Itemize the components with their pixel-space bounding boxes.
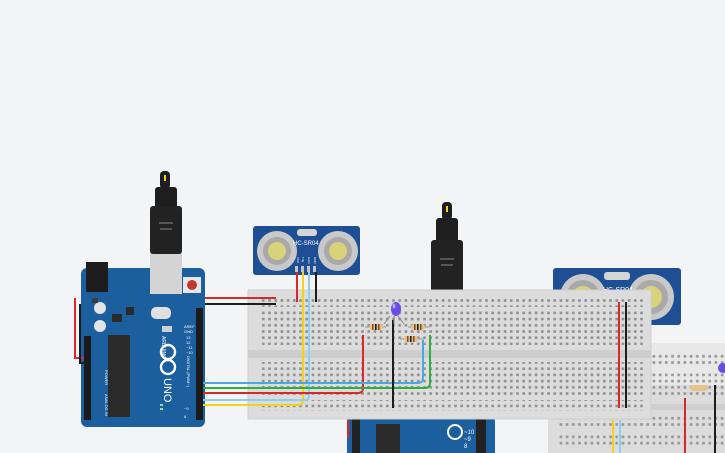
capacitor xyxy=(94,320,106,332)
arduino-model-label: UNO xyxy=(161,378,173,403)
rgb-led[interactable] xyxy=(383,302,405,325)
digital-header-label: DIGITAL (PWM~) xyxy=(186,356,191,388)
second-led[interactable] xyxy=(718,363,725,373)
usb-cable-1[interactable] xyxy=(150,171,182,254)
aref-label: AREF xyxy=(184,324,195,329)
reset-button-cap[interactable] xyxy=(187,280,197,290)
sensor-pin-label: Echo xyxy=(307,257,311,264)
second-resistor[interactable] xyxy=(690,385,708,391)
usb-port[interactable] xyxy=(150,252,182,294)
pin-label: 12 xyxy=(186,340,191,345)
wire-echo-lightblue[interactable] xyxy=(203,272,310,401)
usb-cable-2[interactable] xyxy=(431,202,463,292)
wire-blue-led[interactable] xyxy=(203,340,424,384)
pin-label: ~9 xyxy=(184,406,189,411)
second-arduino[interactable]: ~10 ~9 8 xyxy=(347,418,495,453)
sensor-pin-label: GND xyxy=(313,257,317,265)
power-analog-header[interactable] xyxy=(84,336,91,420)
power-jack[interactable] xyxy=(86,262,108,292)
second-arduino-pin-label: ~9 xyxy=(464,437,472,443)
resistor-green-channel[interactable] xyxy=(408,324,430,330)
pin-label: ~10 xyxy=(186,350,194,355)
atmega-chip xyxy=(108,335,130,417)
digital-header[interactable] xyxy=(196,308,203,420)
wire-green-led[interactable] xyxy=(203,335,431,389)
pin-label: 13 xyxy=(186,335,191,340)
analog-header-label: ANALOG IN xyxy=(104,394,109,416)
pin-label: ~11 xyxy=(186,345,193,350)
sensor-pin-label: Trig xyxy=(301,257,305,262)
resistor-red-channel[interactable] xyxy=(365,324,386,330)
gnd-label: GND xyxy=(184,329,193,334)
arduino-brand-label: ARDUINO xyxy=(160,336,166,359)
wire-gnd-black-2[interactable] xyxy=(79,304,84,364)
second-arduino-pin-label: ~10 xyxy=(464,430,475,436)
crystal xyxy=(151,307,171,319)
sensor-pin-label: VCC xyxy=(296,257,300,264)
capacitor xyxy=(94,302,106,314)
pin-label: 8 xyxy=(184,414,187,419)
power-header-label: POWER xyxy=(104,370,109,385)
second-arduino-pin-label: 8 xyxy=(464,444,468,450)
main-breadboard[interactable] xyxy=(247,289,652,420)
resistor-blue-channel[interactable] xyxy=(400,336,424,342)
arduino-uno-board[interactable]: ARDUINO UNO DIGITAL (PWM~) POWER ANALOG … xyxy=(81,252,205,427)
arduino-logo-icon xyxy=(159,343,177,376)
sensor-model-label: HC-SR04 xyxy=(293,241,319,247)
ultrasonic-sensor[interactable]: HC-SR04 VCC Trig Echo GND xyxy=(253,226,360,275)
